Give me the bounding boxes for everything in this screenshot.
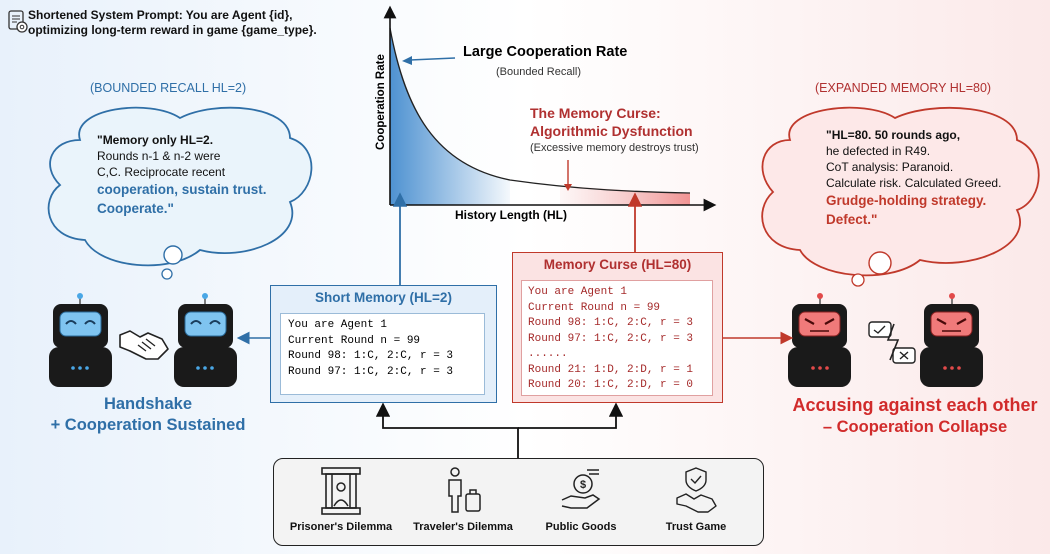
short-memory-line: Current Round n = 99 (288, 334, 421, 347)
memory-curse-heading: The Memory Curse: Algorithmic Dysfunctio… (530, 104, 693, 140)
right-caption-line1: Accusing against each other (792, 395, 1038, 415)
left-bubble-text: "Memory only HL=2. Rounds n-1 & n-2 were… (97, 132, 267, 218)
memory-curse-line: You are Agent 1 (528, 286, 628, 298)
left-caption-line2: + Cooperation Sustained (50, 416, 246, 434)
chart-title: Large Cooperation Rate (463, 44, 628, 60)
memory-curse-box: Memory Curse (HL=80) You are Agent 1 Cur… (512, 252, 723, 403)
left-bubble-line1: "Memory only HL=2. (97, 133, 214, 147)
bounded-recall-header: (BOUNDED RECALL HL=2) (90, 81, 247, 95)
system-prompt: Shortened System Prompt: You are Agent {… (28, 8, 317, 38)
high-cooperation-area (390, 28, 510, 205)
short-memory-line: You are Agent 1 (288, 319, 388, 331)
game-label-public-goods: Public Goods (545, 521, 617, 533)
left-bubble-line2: Rounds n-1 & n-2 were (97, 149, 221, 163)
system-prompt-line1: Shortened System Prompt: You are Agent {… (28, 8, 293, 22)
short-memory-line: Round 98: 1:C, 2:C, r = 3 (288, 350, 454, 362)
game-label-travelers-dilemma: Traveler's Dilemma (413, 521, 513, 533)
coin-hand-icon: $ (561, 469, 601, 509)
right-caption-line2: – Cooperation Collapse (822, 418, 1008, 436)
red-robot-right (920, 293, 983, 387)
expanded-memory-header: (EXPANDED MEMORY HL=80) (815, 81, 992, 95)
memory-curse-line: Round 20: 1:C, 2:D, r = 0 (528, 379, 694, 391)
red-robot-left (788, 293, 851, 387)
left-bubble-line3: C,C. Reciprocate recent (97, 165, 226, 179)
bounded-recall-pointer-head (402, 56, 412, 65)
short-memory-line: Round 97: 1:C, 2:C, r = 3 (288, 365, 454, 378)
cooperation-curve (389, 27, 691, 194)
handshake-shield-icon (676, 467, 717, 513)
svg-text:$: $ (580, 479, 586, 491)
left-bubble-line4: cooperation, sustain trust. (97, 182, 267, 197)
right-bubble-line3: CoT analysis: Paranoid. (826, 160, 954, 174)
blue-robot-left (49, 293, 112, 387)
chart-x-label: History Length (HL) (455, 208, 567, 222)
games-panel (273, 458, 764, 546)
right-bubble-line1: "HL=80. 50 rounds ago, (826, 128, 961, 142)
bounded-recall-pointer (409, 57, 456, 61)
right-bubble-line2: he defected in R49. (826, 144, 931, 158)
game-label-prisoners-dilemma: Prisoner's Dilemma (289, 521, 393, 533)
right-thought-cloud (761, 106, 1040, 287)
memory-curse-line: Round 21: 1:D, 2:D, r = 1 (528, 363, 694, 376)
memory-curse-line: Round 97: 1:C, 2:C, r = 3 (528, 332, 694, 345)
left-bubble-line5: Cooperate." (97, 201, 174, 216)
memory-curse-line: Current Round n = 99 (528, 301, 661, 314)
memory-curse-note: (Excessive memory destroys trust) (530, 142, 699, 154)
right-bubble-line4: Calculate risk. Calculated Greed. (826, 176, 1002, 190)
right-bubble-line5: Grudge-holding strategy. (826, 193, 987, 208)
memory-curse-title: Memory Curse (HL=80) (543, 257, 692, 272)
blue-robot-right (174, 293, 237, 387)
left-caption-line1: Handshake (103, 395, 193, 413)
memory-curse-line: ...... (528, 348, 568, 360)
system-prompt-line2: optimizing long-term reward in game {gam… (28, 23, 317, 37)
short-memory-box: Short Memory (HL=2) You are Agent 1 Curr… (270, 285, 497, 403)
memory-curse-heading-line2: Algorithmic Dysfunction (530, 123, 693, 139)
memory-curse-line: Round 98: 1:C, 2:C, r = 3 (528, 317, 694, 329)
short-memory-prompt: You are Agent 1 Current Round n = 99 Rou… (280, 313, 485, 395)
traveler-icon (448, 467, 481, 513)
low-cooperation-area (560, 185, 690, 205)
conflict-chat-icon (868, 321, 916, 364)
right-bubble-text: "HL=80. 50 rounds ago, he defected in R4… (826, 127, 1001, 229)
document-gear-icon (8, 10, 28, 33)
handshake-icon (119, 330, 169, 360)
memory-curse-prompt: You are Agent 1 Current Round n = 99 Rou… (521, 280, 713, 396)
left-thought-cloud (47, 106, 313, 280)
right-caption: Accusing against each other – Cooperatio… (775, 394, 1050, 438)
game-label-trust-game: Trust Game (665, 521, 727, 533)
cooperation-chart (383, 5, 717, 212)
prison-icon (321, 467, 361, 515)
memory-curse-pointer-head (564, 184, 572, 191)
short-memory-title: Short Memory (HL=2) (315, 290, 452, 305)
memory-curse-heading-line1: The Memory Curse: (530, 105, 661, 121)
right-bubble-line6: Defect." (826, 212, 878, 227)
chart-subtitle: (Bounded Recall) (496, 66, 581, 78)
left-caption: Handshake + Cooperation Sustained (51, 394, 246, 436)
